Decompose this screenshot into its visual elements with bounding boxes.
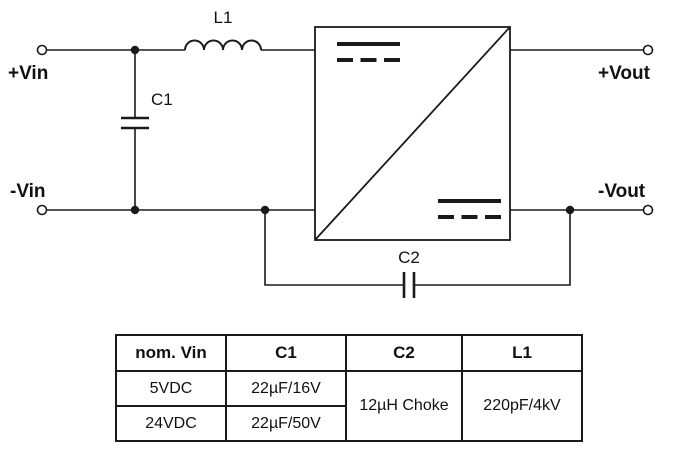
- terminal-vout-neg: [642, 204, 654, 216]
- cell-c2-value: 12µH Choke: [345, 370, 463, 442]
- label-vout-pos: +Vout: [598, 63, 651, 84]
- header-nom-vin: nom. Vin: [115, 334, 227, 372]
- component-table: nom. Vin C1 C2 L1 5VDC 22µF/16V 12µH Cho…: [115, 334, 583, 442]
- label-vout-neg: -Vout: [598, 181, 646, 202]
- header-c2: C2: [345, 334, 463, 372]
- table-row: 24VDC 22µF/50V: [115, 405, 582, 442]
- inductor-l1: [184, 39, 262, 51]
- label-vin-neg: -Vin: [10, 181, 46, 202]
- terminal-vout-pos: [642, 44, 654, 56]
- junction-dot-c1-top: [130, 45, 140, 55]
- label-c1: C1: [151, 90, 173, 109]
- table-header-row: nom. Vin C1 C2 L1: [115, 334, 583, 372]
- junction-dot-c1-bottom: [130, 205, 140, 215]
- cell-vin-5vdc: 5VDC: [115, 370, 227, 407]
- wire-c2-right: [414, 210, 571, 286]
- header-l1: L1: [461, 334, 583, 372]
- terminal-vin-pos: [36, 44, 48, 56]
- label-l1: L1: [214, 8, 233, 27]
- cell-vin-24vdc: 24VDC: [115, 405, 227, 442]
- schematic-drawing: +Vin -Vin +Vout -Vout L1 C1 C2: [8, 8, 654, 298]
- cell-c1-24vdc: 22µF/50V: [225, 405, 347, 442]
- cell-l1-value: 220pF/4kV: [461, 370, 583, 442]
- label-vin-pos: +Vin: [8, 63, 48, 84]
- converter-diagonal: [314, 26, 511, 241]
- header-c1: C1: [225, 334, 347, 372]
- table-row: 5VDC 22µF/16V 12µH Choke 220pF/4kV: [115, 370, 583, 442]
- label-c2: C2: [398, 248, 420, 267]
- cell-c1-5vdc: 22µF/16V: [225, 370, 347, 407]
- wire-c2-left: [264, 210, 404, 286]
- terminal-vin-neg: [36, 204, 48, 216]
